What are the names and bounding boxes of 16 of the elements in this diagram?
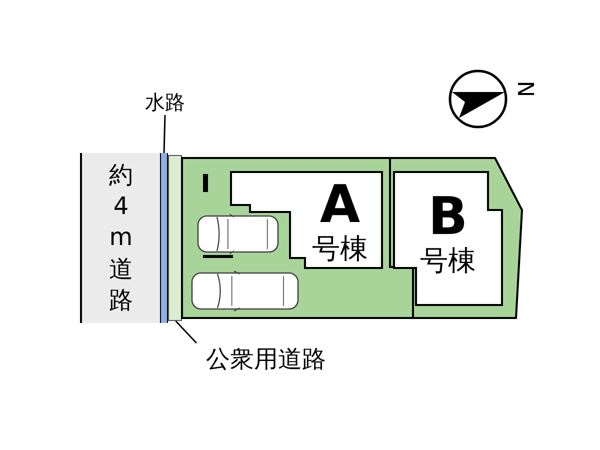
water-channel: [160, 153, 168, 323]
north-label: N: [513, 80, 536, 98]
leader-line: [175, 320, 197, 344]
lot-a: [182, 157, 414, 319]
public-road-strip: [168, 155, 182, 321]
road-label: 約4m道路: [109, 160, 133, 316]
channel-label: 水路: [139, 89, 191, 115]
building-letter: A: [318, 179, 362, 231]
building-label: 号棟: [311, 235, 369, 263]
road-strip: [80, 153, 160, 323]
leader-line: [163, 114, 166, 154]
road-label: 公衆用道路: [192, 343, 340, 375]
lot-b: [388, 157, 524, 319]
building-letter: B: [427, 191, 469, 243]
building-b: [393, 171, 503, 306]
building-label: 号棟: [419, 247, 477, 275]
